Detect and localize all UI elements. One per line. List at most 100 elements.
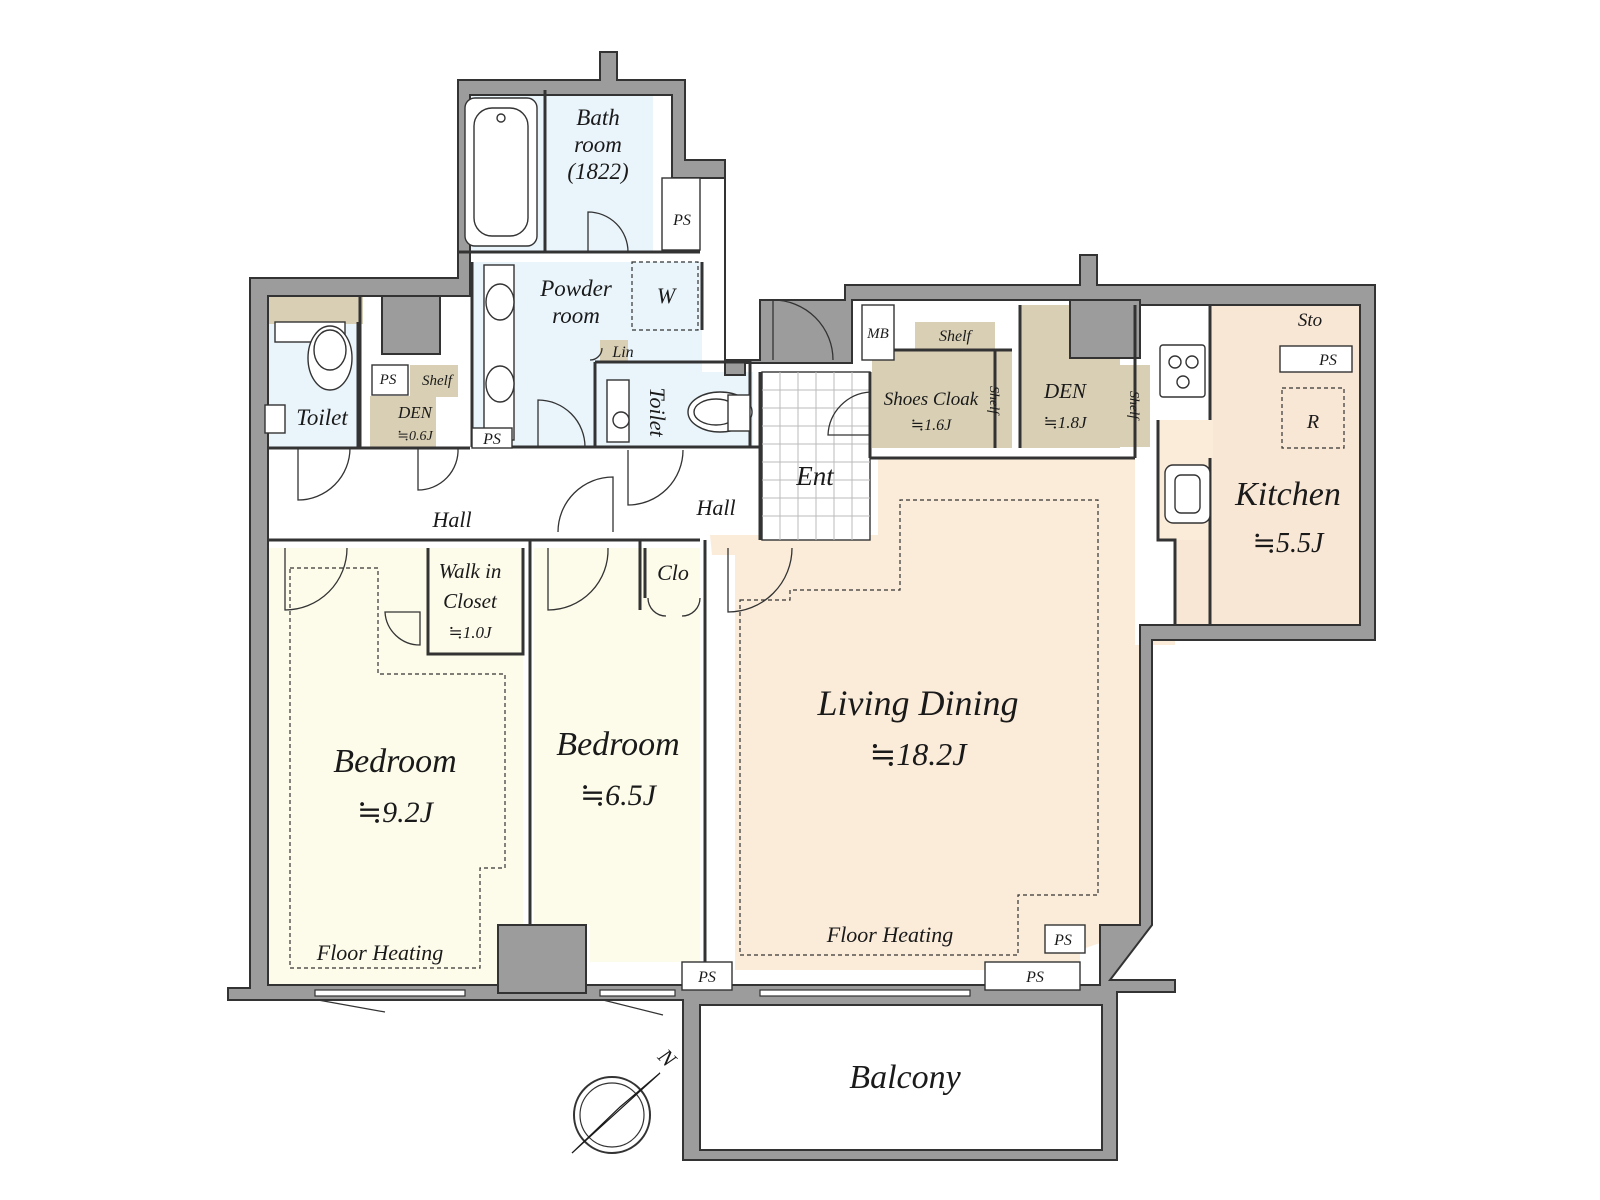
- den-mid-size: ≒1.8J: [1043, 413, 1087, 432]
- windows: [314, 989, 971, 1016]
- ps-label-4: PS: [1318, 352, 1337, 369]
- bedroom-2-label: Bedroom: [556, 726, 679, 763]
- linen-label: Lin: [611, 344, 633, 361]
- linen-area: [600, 340, 628, 362]
- balcony-label: Balcony: [849, 1059, 961, 1096]
- kitchen-area: [1175, 305, 1360, 625]
- linen-door: [589, 347, 603, 361]
- closet-doors: [647, 597, 701, 617]
- powder-room-door: [537, 399, 586, 448]
- living-dining-label: Living Dining: [816, 683, 1018, 723]
- bedroom-1-size: ≒9.2J: [357, 796, 435, 829]
- bathroom-size: (1822): [567, 159, 628, 184]
- living-dining-area: [710, 458, 1175, 970]
- room-fills: [268, 90, 1360, 985]
- pipe-space-boxes: [371, 177, 1353, 991]
- bedroom-2-size: ≒6.5J: [580, 779, 658, 812]
- walk-in-closet-door: [384, 611, 421, 646]
- walk-in-closet-size: ≒1.0J: [448, 623, 492, 642]
- ps-label-3: PS: [482, 431, 501, 448]
- toilet-bowl-inner-left: [313, 329, 347, 371]
- bathroom-label-2: room: [574, 132, 622, 157]
- compass: N: [571, 1043, 683, 1154]
- wall-block-2: [1069, 299, 1141, 359]
- den-small-door: [417, 447, 459, 491]
- hall-left-label: Hall: [431, 507, 471, 532]
- ps-label-1: PS: [672, 212, 691, 229]
- walk-in-closet-label-1: Walk in: [439, 559, 502, 583]
- shoes-cloak-label: Shoes Cloak: [884, 389, 979, 410]
- hall-center-door: [557, 476, 614, 533]
- mb-label: MB: [866, 326, 889, 342]
- toilet-left-label: Toilet: [296, 405, 348, 430]
- entrance-door: [772, 299, 834, 361]
- balcony-area: [699, 1004, 1103, 1151]
- wall-block-3: [497, 924, 587, 994]
- ps-label-2: PS: [379, 372, 397, 388]
- living-dining-size: ≒18.2J: [869, 736, 968, 772]
- den-mid-label: DEN: [1043, 379, 1087, 403]
- floor-heating-2-label: Floor Heating: [826, 922, 954, 947]
- bedroom-1-door: [284, 547, 348, 611]
- shelf-left-label: Shelf: [422, 373, 454, 389]
- bathtub-inner: [473, 107, 529, 237]
- storage-label: Sto: [1298, 310, 1322, 331]
- floor-heating-1-label: Floor Heating: [316, 940, 444, 965]
- refrigerator-label: R: [1306, 411, 1319, 433]
- sink-1: [485, 283, 515, 321]
- powder-room-label-2: room: [552, 303, 600, 328]
- shelf-left-area: [410, 365, 458, 397]
- shoes-cloak-door: [827, 391, 871, 436]
- shoes-cloak-area: [872, 350, 1012, 448]
- interior-walls: [268, 90, 1212, 962]
- kitchen-label: Kitchen: [1234, 476, 1341, 513]
- den-shelf-label: Shelf: [1126, 391, 1141, 421]
- floor-heating-outlines: [289, 499, 1099, 969]
- bathroom-door: [587, 211, 629, 253]
- ps-label-5: PS: [697, 969, 716, 986]
- bathroom-label-1: Bath: [576, 105, 619, 130]
- toilet-center-label: Toilet: [645, 387, 670, 437]
- den-small-size: ≒0.6J: [397, 429, 433, 444]
- compass-north-label: N: [653, 1043, 683, 1073]
- refrigerator-space: [1281, 387, 1345, 449]
- toilet-left-sink: [264, 404, 286, 434]
- labels: Bath room (1822) Powder room W Lin Toile…: [296, 105, 1341, 1096]
- bedroom-2-area: [534, 548, 700, 962]
- wall-block-1: [381, 295, 441, 355]
- walk-in-closet-label-2: Closet: [443, 589, 498, 613]
- sink-2: [485, 365, 515, 403]
- shoes-shelf-top-label: Shelf: [939, 328, 974, 345]
- floor-heating-bedroom: [289, 567, 506, 969]
- toilet-left-counter: [268, 296, 363, 324]
- floor-heating-living: [739, 499, 1099, 956]
- living-door: [727, 547, 793, 613]
- entrance-label: Ent: [795, 461, 835, 491]
- ps-label-7: PS: [1025, 969, 1044, 986]
- hall-right-label: Hall: [695, 495, 735, 520]
- hall-right-door: [627, 449, 684, 506]
- hand-basin-center: [606, 379, 630, 443]
- entrance-tiles: [761, 371, 871, 541]
- den-small-label: DEN: [397, 403, 434, 422]
- ps-label-6: PS: [1053, 932, 1072, 949]
- bedroom-1-area: [268, 548, 523, 985]
- bedroom-2-door: [547, 547, 609, 611]
- walls: [227, 51, 1376, 1161]
- kitchen-size: ≒5.5J: [1253, 528, 1325, 559]
- toilet-left-door: [297, 447, 351, 501]
- shoes-shelf-top-area: [915, 322, 995, 350]
- shoes-shelf-side-label: Shelf: [986, 386, 1001, 416]
- washer-label: W: [657, 283, 677, 308]
- fixtures: [264, 97, 1345, 524]
- closet-label: Clo: [657, 560, 689, 585]
- doors: [284, 211, 871, 646]
- den-small-area: [370, 396, 436, 448]
- powder-room-label-1: Powder: [539, 276, 613, 301]
- toilet-tank-center: [727, 394, 751, 432]
- stove: [1159, 344, 1206, 398]
- bedroom-1-label: Bedroom: [333, 743, 456, 780]
- shoes-cloak-size: ≒1.6J: [911, 417, 952, 434]
- washer-space: [631, 261, 699, 331]
